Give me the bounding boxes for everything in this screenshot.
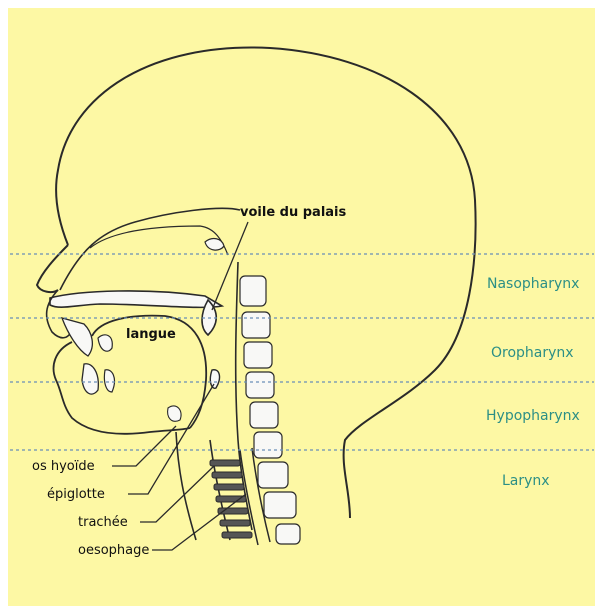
label-oesophage: oesophage [78,543,149,558]
zone-larynx: Larynx [502,473,550,489]
epiglottis [210,370,219,389]
vertebra [258,462,288,488]
vertebra [242,312,270,338]
label-epiglotte: épiglotte [47,487,105,502]
label-voile-du-palais: voile du palais [240,205,347,220]
label-langue: langue [126,327,176,342]
label-os-hyoide: os hyoïde [32,459,95,474]
vertebra [264,492,296,518]
zone-hypopharynx: Hypopharynx [486,408,580,424]
mandible-fragment [168,406,181,421]
zone-oropharynx: Oropharynx [491,345,574,361]
vertebra [246,372,274,398]
label-trachee: trachée [78,515,128,530]
vertebra [250,402,278,428]
vertebra [254,432,282,458]
vertebra [244,342,272,368]
zone-nasopharynx: Nasopharynx [487,276,579,292]
vertebra [276,524,300,544]
vertebra [240,276,266,306]
